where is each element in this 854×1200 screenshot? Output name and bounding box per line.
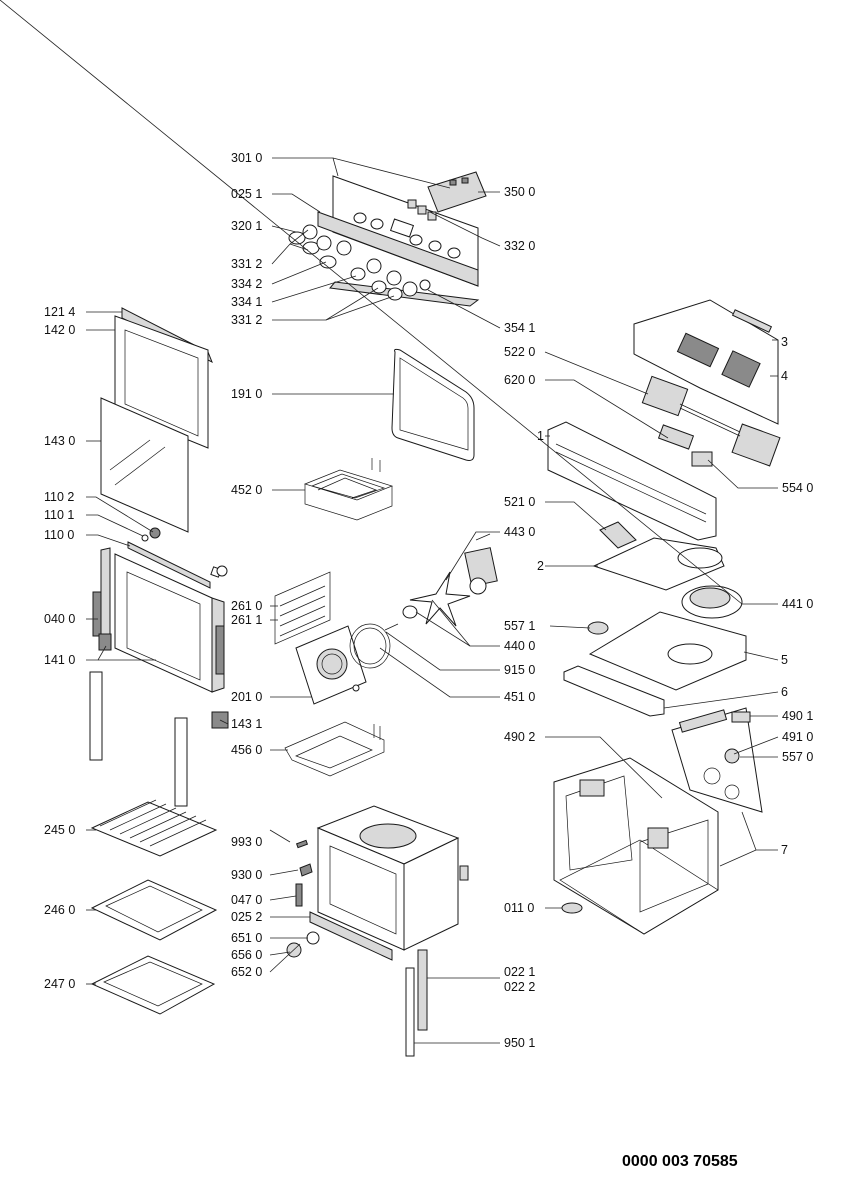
support-521 [599,521,637,549]
callout-451-0: 451 0 [504,690,535,704]
callout-491-0: 491 0 [782,730,813,744]
callout-930-0: 930 0 [231,868,262,882]
callout-246-0: 246 0 [44,903,75,917]
top-cover-assembly [633,299,779,425]
callout-443-0: 443 0 [504,525,535,539]
callout-557-0: 557 0 [782,750,813,764]
callout-331-2-a: 331 2 [231,257,262,271]
oven-rack-245 [90,799,218,857]
callout-6: 6 [781,685,788,699]
callout-651-0: 651 0 [231,931,262,945]
callout-331-2-b: 331 2 [231,313,262,327]
callout-7: 7 [781,843,788,857]
baking-tray-246 [90,879,218,941]
callout-261-1: 261 1 [231,613,262,627]
rear-frame-1 [547,421,717,541]
gasket-191 [391,348,475,461]
plate-5 [588,611,747,691]
callout-labels: 301 0 025 1 320 1 331 2 334 2 334 1 331 … [44,151,813,1050]
callout-490-2: 490 2 [504,730,535,744]
plate-6 [563,665,665,717]
callout-110-0: 110 0 [44,528,74,542]
callout-440-0: 440 0 [504,639,535,653]
callout-557-1: 557 1 [504,619,535,633]
callout-652-0: 652 0 [231,965,262,979]
callout-141-0: 141 0 [44,653,75,667]
terminal-620 [657,424,695,450]
callout-025-1: 025 1 [231,187,262,201]
circular-element-451 [349,623,399,669]
document-number: 0000 003 70585 [622,1153,738,1170]
bottom-element-456 [284,721,385,777]
callout-993-0: 993 0 [231,835,262,849]
callout-191-0: 191 0 [231,387,262,401]
grill-element-452 [303,458,394,521]
callout-025-2: 025 2 [231,910,262,924]
baking-tray-247 [90,955,216,1015]
electronics-522 [641,375,781,467]
callout-554-0: 554 0 [782,481,813,495]
oven-cavity [286,805,469,1057]
thermostat-557-1 [587,621,609,635]
callout-334-2: 334 2 [231,277,262,291]
callout-047-0: 047 0 [231,893,262,907]
callout-521-0: 521 0 [504,495,535,509]
callout-040-0: 040 0 [44,612,75,626]
door-assembly [89,307,229,807]
callout-261-0: 261 0 [231,599,262,613]
callout-143-0: 143 0 [44,434,75,448]
callout-332-0: 332 0 [504,239,535,253]
callout-4: 4 [781,369,788,383]
callout-350-0: 350 0 [504,185,535,199]
callout-441-0: 441 0 [782,597,813,611]
callout-620-0: 620 0 [504,373,535,387]
foot-011 [561,902,583,914]
control-module-490 [656,707,763,813]
callout-143-1: 143 1 [231,717,262,731]
rack-supports-261 [274,571,331,645]
callout-301-0: 301 0 [231,151,262,165]
callout-656-0: 656 0 [231,948,262,962]
callout-522-0: 522 0 [504,345,535,359]
callout-950-1: 950 1 [504,1036,535,1050]
callout-110-2: 110 2 [44,490,74,504]
callout-201-0: 201 0 [231,690,262,704]
callout-1: 1 [537,429,544,443]
control-panel-assembly [288,171,487,307]
fan-blade-440 [402,571,471,627]
leader-lines [0,0,779,1044]
callout-247-0: 247 0 [44,977,75,991]
callout-011-0: 011 0 [504,901,534,915]
callout-452-0: 452 0 [231,483,262,497]
fan-motor-443 [464,533,498,595]
callout-334-1: 334 1 [231,295,262,309]
connector-554 [691,451,713,467]
rear-cover-201 [295,625,367,705]
callout-110-1: 110 1 [44,508,74,522]
callout-5: 5 [781,653,788,667]
callout-456-0: 456 0 [231,743,262,757]
callout-142-0: 142 0 [44,323,75,337]
callout-490-1: 490 1 [782,709,813,723]
callout-022-2: 022 2 [504,980,535,994]
fan-441 [681,585,743,619]
outer-casing-7 [553,757,719,935]
callout-915-0: 915 0 [504,663,535,677]
callout-320-1: 320 1 [231,219,262,233]
callout-022-1: 022 1 [504,965,535,979]
callout-121-4: 121 4 [44,305,75,319]
callout-245-0: 245 0 [44,823,75,837]
callout-3: 3 [781,335,788,349]
callout-2: 2 [537,559,544,573]
callout-354-1: 354 1 [504,321,535,335]
top-plate-2 [592,537,725,591]
